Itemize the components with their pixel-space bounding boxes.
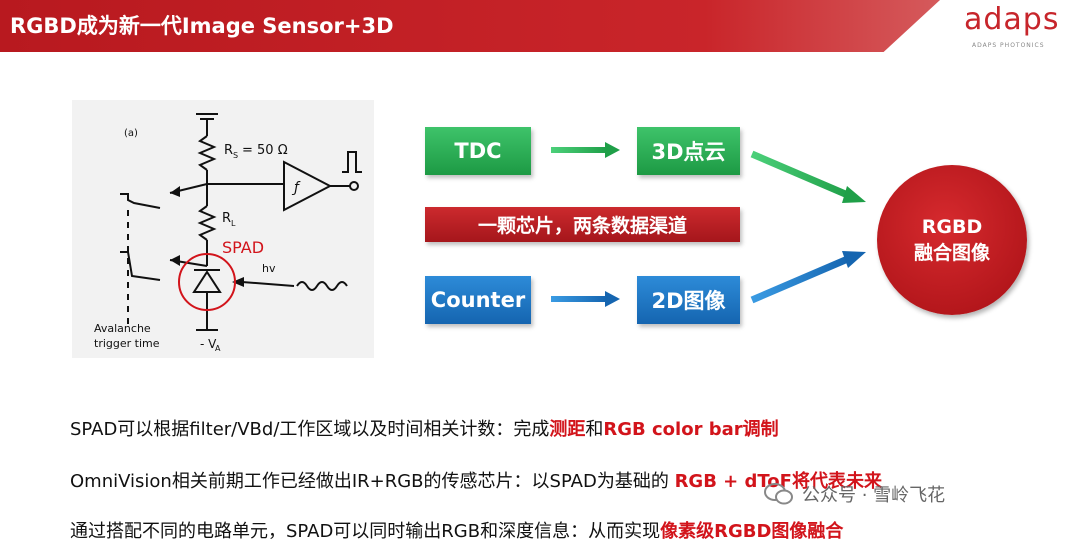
line1-text: SPAD可以根据filter/VBd/工作区域以及时间相关计数：完成 — [70, 419, 550, 440]
cloud3d-box: 3D点云 — [637, 127, 740, 175]
arrow-3d-to-rgbd — [750, 150, 866, 203]
arrow-2d-to-rgbd — [750, 251, 866, 304]
line1-highlight-rgb: RGB color bar调制 — [603, 419, 779, 440]
line3-text: 通过搭配不同的电路单元，SPAD可以同时输出RGB和深度信息：从而实现 — [70, 521, 661, 542]
arrow-counter-to-2d — [551, 291, 620, 307]
line1-joiner: 和 — [585, 419, 604, 440]
counter-label: Counter — [430, 288, 526, 312]
arrow-tdc-to-3d — [551, 142, 620, 158]
image2d-box: 2D图像 — [637, 276, 740, 324]
tdc-label: TDC — [454, 139, 502, 163]
logo-subtext: ADAPS PHOTONICS — [972, 42, 1045, 49]
title-bar: RGBD成为新一代Image Sensor+3D — [0, 0, 940, 52]
rs-label: R — [224, 143, 233, 158]
page-title: RGBD成为新一代Image Sensor+3D — [10, 14, 394, 38]
chip-label: 一颗芯片，两条数据渠道 — [477, 215, 687, 237]
logo-text: adaps — [964, 2, 1060, 37]
counter-box: Counter — [425, 276, 531, 324]
text-line-1: SPAD可以根据filter/VBd/工作区域以及时间相关计数：完成测距和RGB… — [70, 415, 779, 441]
rgbd-fusion-circle: RGBD 融合图像 — [877, 165, 1027, 315]
hv-label: hv — [262, 262, 276, 275]
va-sub: A — [215, 344, 221, 353]
rgbd-title: RGBD — [921, 216, 983, 238]
company-logo: adaps ADAPS PHOTONICS — [964, 2, 1074, 50]
rgbd-subtitle: 融合图像 — [913, 242, 990, 264]
va-label: - V — [200, 337, 217, 351]
avalanche-label: Avalanche — [94, 322, 151, 335]
line3-highlight: 像素级RGBD图像融合 — [660, 521, 844, 542]
svg-text:ƒ: ƒ — [291, 180, 301, 196]
rl-sub: L — [231, 219, 236, 228]
wechat-icon — [764, 483, 793, 505]
rl-label: R — [222, 211, 231, 226]
rs-sub: S — [233, 151, 238, 160]
circuit-diagram: (a) R S = 50 Ω R L SPAD hv - V A Avalanc… — [94, 113, 362, 353]
chip-banner: 一颗芯片，两条数据渠道 — [425, 207, 740, 242]
image2d-label: 2D图像 — [651, 289, 726, 313]
figure-label: (a) — [124, 128, 138, 139]
text-line-2: OmniVision相关前期工作已经做出IR+RGB的传感芯片：以SPAD为基础… — [70, 467, 882, 493]
cloud3d-label: 3D点云 — [651, 140, 726, 164]
watermark: 公众号 · 雪岭飞花 — [764, 481, 945, 507]
rs-value: = 50 Ω — [242, 143, 288, 158]
watermark-text: 公众号 · 雪岭飞花 — [802, 485, 946, 506]
trigger-label: trigger time — [94, 337, 160, 350]
spad-label: SPAD — [222, 238, 264, 257]
text-line-3: 通过搭配不同的电路单元，SPAD可以同时输出RGB和深度信息：从而实现像素级RG… — [70, 517, 843, 543]
spad-circuit-figure: (a) R S = 50 Ω R L SPAD hv - V A Avalanc… — [72, 100, 374, 358]
line1-highlight-ranging: 测距 — [549, 419, 586, 440]
tdc-box: TDC — [425, 127, 531, 175]
line2-highlight: RGB + dToF将代表未来 — [674, 471, 882, 492]
line2-text: OmniVision相关前期工作已经做出IR+RGB的传感芯片：以SPAD为基础… — [70, 471, 675, 492]
